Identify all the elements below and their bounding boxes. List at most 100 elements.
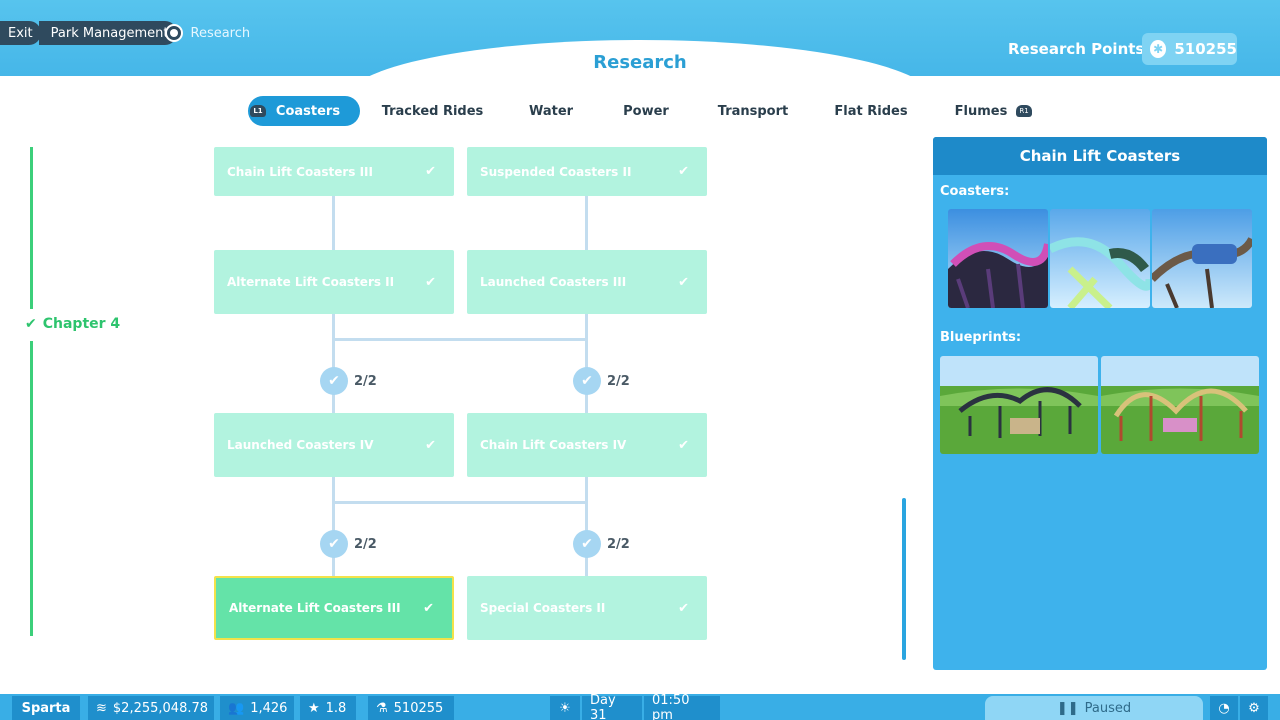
park-name[interactable]: Sparta [12, 696, 80, 720]
connector [332, 196, 335, 250]
check-icon: ✔ [678, 600, 689, 616]
breadcrumb: Exit Park Management Research [0, 21, 250, 45]
coaster-thumbnail[interactable] [948, 209, 1048, 308]
research-points-icon: ✱ [1150, 40, 1167, 58]
park-name-text: Sparta [21, 700, 71, 716]
guests-display[interactable]: 👥 1,426 [220, 696, 294, 720]
tab-label: Transport [717, 103, 789, 119]
check-icon: ✔ [25, 316, 37, 332]
check-icon: ✔ [320, 367, 348, 395]
research-points-value: 510255 [1174, 40, 1237, 58]
settings-button[interactable]: ⚙ [1240, 696, 1268, 720]
time-text: 01:50 pm [652, 693, 690, 720]
coaster-thumbnail[interactable] [1050, 209, 1150, 308]
tab-label: Power [623, 103, 669, 119]
chapter-line-bottom [30, 341, 33, 636]
r1-button-icon: R1 [1016, 105, 1032, 117]
mouse-icon: ◔ [1218, 700, 1230, 716]
requirement-counter: ✔ 2/2 [573, 530, 630, 558]
research-display[interactable]: ⚗ 510255 [368, 696, 454, 720]
requirement-text: 2/2 [607, 373, 630, 389]
chapter-label: ✔ Chapter 4 [25, 316, 120, 332]
research-node-label: Special Coasters II [480, 601, 606, 615]
tab-label: Flat Rides [834, 103, 908, 119]
tab-transport[interactable]: Transport [712, 96, 794, 126]
check-icon: ✔ [678, 437, 689, 453]
pause-icon: ❚❚ [1056, 700, 1079, 716]
research-points-badge: ✱ 510255 [1142, 33, 1237, 65]
mouse-button[interactable]: ◔ [1210, 696, 1238, 720]
check-icon: ✔ [425, 164, 436, 179]
connector [585, 313, 588, 413]
money-text: $2,255,048.78 [112, 700, 209, 716]
rating-display[interactable]: ★ 1.8 [300, 696, 356, 720]
header-divider [0, 76, 1280, 86]
coins-icon: ≋ [96, 700, 107, 716]
connector [332, 501, 588, 504]
requirement-counter: ✔ 2/2 [320, 367, 377, 395]
research-points-label: Research Points [1008, 40, 1145, 58]
research-node-label: Suspended Coasters II [480, 164, 632, 179]
tab-flumes[interactable]: Flumes [950, 96, 1012, 126]
flask-icon: ⚗ [376, 700, 388, 716]
requirement-text: 2/2 [354, 536, 377, 552]
coaster-thumbnail[interactable] [1152, 209, 1252, 308]
research-node-label: Chain Lift Coasters IV [480, 438, 627, 452]
day-text: Day 31 [590, 693, 616, 720]
tab-water[interactable]: Water [520, 96, 582, 126]
exit-label: Exit [8, 25, 33, 41]
requirement-counter: ✔ 2/2 [573, 367, 630, 395]
guests-icon: 👥 [228, 700, 245, 716]
rating-text: 1.8 [325, 700, 347, 716]
research-node[interactable]: Chain Lift Coasters III ✔ [214, 147, 454, 196]
connector [332, 338, 588, 341]
connector [585, 196, 588, 250]
check-icon: ✔ [425, 437, 436, 453]
research-node-label: Alternate Lift Coasters II [227, 275, 395, 289]
research-node[interactable]: Launched Coasters III ✔ [467, 250, 707, 314]
target-icon [164, 24, 183, 42]
star-icon: ★ [308, 700, 320, 716]
requirement-text: 2/2 [607, 536, 630, 552]
tab-tracked-rides[interactable]: Tracked Rides [380, 96, 485, 126]
detail-panel-title: Chain Lift Coasters [933, 137, 1267, 175]
research-node[interactable]: Suspended Coasters II ✔ [467, 147, 707, 196]
pause-state-text: Paused [1084, 700, 1132, 716]
money-display[interactable]: ≋ $2,255,048.78 [88, 696, 214, 720]
research-text: 510255 [393, 700, 444, 716]
check-icon: ✔ [423, 600, 434, 616]
gear-icon: ⚙ [1248, 700, 1260, 716]
pause-toggle[interactable]: ❚❚ Paused [985, 696, 1203, 720]
research-node-label: Alternate Lift Coasters III [229, 601, 401, 615]
breadcrumb-park-management[interactable]: Park Management [38, 21, 177, 45]
sun-icon: ☀ [559, 700, 571, 716]
tab-coasters[interactable]: L1 Coasters [248, 96, 360, 126]
tab-label: Water [528, 103, 574, 119]
research-node[interactable]: Special Coasters II ✔ [467, 576, 707, 640]
requirement-text: 2/2 [354, 373, 377, 389]
blueprint-thumbnail[interactable] [1101, 356, 1259, 454]
research-node-selected[interactable]: Alternate Lift Coasters III ✔ [214, 576, 454, 640]
research-node-label: Launched Coasters IV [227, 438, 374, 452]
research-node[interactable]: Alternate Lift Coasters II ✔ [214, 250, 454, 314]
day-display: Day 31 [582, 693, 642, 720]
coasters-label: Coasters: [940, 184, 1010, 199]
blueprint-thumbnail[interactable] [940, 356, 1098, 454]
l1-button-icon: L1 [250, 105, 266, 117]
chapter-label-text: Chapter 4 [42, 316, 121, 332]
tab-label: Coasters [275, 103, 341, 119]
scrollbar[interactable] [902, 498, 906, 660]
tab-flat-rides[interactable]: Flat Rides [832, 96, 910, 126]
exit-button[interactable]: Exit [0, 21, 41, 45]
research-node[interactable]: Launched Coasters IV ✔ [214, 413, 454, 477]
blueprints-label: Blueprints: [940, 330, 1022, 345]
tab-label: Flumes [954, 103, 1008, 119]
tab-label: Tracked Rides [381, 103, 484, 119]
check-icon: ✔ [573, 367, 601, 395]
tab-power[interactable]: Power [616, 96, 676, 126]
connector [332, 476, 335, 576]
breadcrumb-research: Research [190, 25, 251, 41]
park-management-label: Park Management [50, 25, 169, 41]
check-icon: ✔ [678, 274, 689, 290]
research-node[interactable]: Chain Lift Coasters IV ✔ [467, 413, 707, 477]
